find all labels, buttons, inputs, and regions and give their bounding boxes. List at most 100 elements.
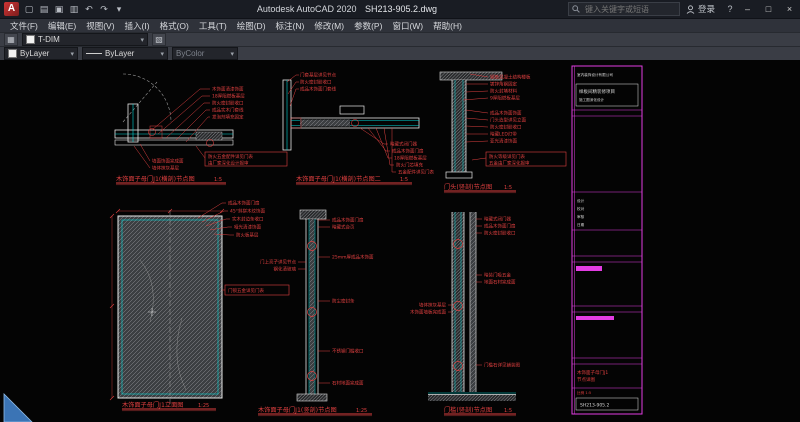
annotation: 防火密封胶收口 [490,124,522,131]
annotation: 门槛石详见铺装图 [484,362,520,369]
view-title: 木饰面子母门J1立面图 [122,401,183,409]
titleblock-field: 校对 [577,206,585,211]
plot-icon[interactable]: ▥ [67,2,81,16]
search-icon [572,5,580,13]
close-button[interactable]: × [779,0,800,18]
head-hatch [300,210,326,219]
linetype-sample [86,53,102,54]
layers-toolbar: ▦ T-DIM ▾ ▧ [0,32,800,46]
annotation: 墙面饰面完成面 [152,158,184,165]
annotation: 实木封边条收口 [232,216,264,223]
annotation: 门头造型详见立面 [490,117,526,124]
annotation: 9厚阻燃板基层 [490,95,520,102]
menu-file[interactable]: 文件(F) [5,20,43,32]
minimize-button[interactable]: – [737,0,758,18]
annotation: 暗装门吸五金 [484,272,511,279]
titleblock-field: 审核 [577,214,585,219]
properties-toolbar: ByLayer ▾ ByLayer ▾ ByColor ▾ [0,46,800,60]
annotation: 暗藏式合页 [332,224,355,231]
menu-draw[interactable]: 绘图(D) [232,20,271,32]
redo-icon[interactable]: ↷ [97,2,111,16]
help-icon[interactable]: ? [723,2,737,16]
annotation: 成品木饰面门套线 [300,86,336,93]
view-scale: 1:25 [198,403,209,409]
annotation: 墙体抹灰基层 [419,302,446,309]
restore-button[interactable]: □ [758,0,779,18]
document-name: SH213-905.2.dwg [365,4,437,14]
layer-caret-icon: ▾ [140,36,144,44]
linetype-dropdown[interactable]: ByLayer ▾ [82,47,168,60]
annotation: 18厚阻燃板基层 [212,93,245,100]
menu-parametric[interactable]: 参数(P) [349,20,387,32]
annotation: 暗藏式闭门器 [484,216,511,223]
annotation: 哑光清漆饰面 [234,224,261,231]
window-title: Autodesk AutoCAD 2020 SH213-905.2.dwg [126,4,568,14]
annotation: 18厚阻燃板基层 [394,155,427,162]
view-title: 木饰面子母门J1(竖剖)节点图 [258,406,337,414]
leaf-hatch [310,219,315,394]
view-door-elevation[interactable]: 成品木饰面门扇 45°斜拼木纹饰面 实木封边条收口 哑光清漆饰面 防火板基层 门… [110,200,289,411]
plotstyle-caret-icon: ▾ [230,50,234,58]
annotation: 钢化清玻璃 [274,266,297,273]
autocad-logo[interactable]: A [4,2,19,16]
current-plotstyle: ByColor [176,49,227,58]
search-input[interactable] [583,4,671,15]
menu-tools[interactable]: 工具(T) [194,20,232,32]
object-color-swatch [8,49,17,58]
menu-window[interactable]: 窗口(W) [387,20,428,32]
signin-button[interactable]: 登录 [686,3,715,15]
titleblock-project2: 施工图深化设计 [579,97,605,102]
detail-bubble [207,140,214,147]
annotation: 防火门芯填充 [396,162,423,169]
annotation: 防火五金配件详见门表 [208,153,253,160]
open-file-icon[interactable]: ▤ [37,2,51,16]
layer-states-icon[interactable]: ▧ [152,33,166,46]
menu-format[interactable]: 格式(O) [155,20,194,32]
titleblock-company: 室内装饰设计有限公司 [577,72,613,77]
menu-dimension[interactable]: 标注(N) [271,20,310,32]
undo-icon[interactable]: ↶ [82,2,96,16]
view-vertical-section[interactable]: 门上亮子详见节点 钢化清玻璃 成品木饰面门扇 暗藏式合页 25mm厚成品木饰面 … [258,210,374,416]
drawing-canvas[interactable]: 木饰面清漆饰面 18厚阻燃板基层 防火密封胶收口 成品实木门套线 发泡剂填充固定… [0,60,800,422]
menu-insert[interactable]: 插入(I) [120,20,155,32]
view-title: 木饰面子母门J1(横剖)节点图二 [296,175,381,183]
title-block[interactable]: 室内装饰设计有限公司 样板间精装修项目 施工图深化设计 设计 校对 审核 日期 … [572,66,642,414]
annotation: 木饰面墙板完成面 [410,309,446,316]
view-head-section[interactable]: 钢筋混凝土结构楼板 镀锌角钢固定 防火封堵材料 9厚阻燃板基层 成品木饰面饰面 … [440,72,566,193]
drawing-name: 木饰面子母门J1 [577,369,608,376]
annotation: 不锈钢门槛收口 [332,348,364,355]
current-color: ByLayer [20,49,67,58]
autocad-a-watermark [4,394,32,422]
current-linetype: ByLayer [105,49,157,58]
plotstyle-dropdown[interactable]: ByColor ▾ [172,47,238,60]
new-file-icon[interactable]: ▢ [22,2,36,16]
save-icon[interactable]: ▣ [52,2,66,16]
view-sill-section[interactable]: 墙体抹灰基层 木饰面墙板完成面 暗藏式闭门器 成品木饰面门扇 防火密封胶收口 暗… [410,212,520,416]
layer-dropdown[interactable]: T-DIM ▾ [22,33,148,46]
annotation: 防尘密封条 [332,298,355,305]
annotation: 成品木饰面门扇 [392,148,424,155]
titleblock-field: 日期 [577,222,585,227]
annotation: 成品木饰面门扇 [228,200,260,207]
menu-view[interactable]: 视图(V) [81,20,119,32]
leaf-hatch [300,120,350,127]
layer-properties-icon[interactable]: ▦ [4,33,18,46]
annotation: 防火密封胶收口 [212,100,244,107]
quick-access-caret-icon[interactable]: ▾ [112,2,126,16]
menu-edit[interactable]: 编辑(E) [43,20,81,32]
view-scale: 1:5 [214,177,222,183]
view-plan-detail-2[interactable]: 门套基层详见节点 防火密封胶收口 成品木饰面门套线 暗藏式闭门器 成品木饰面门扇… [283,72,434,185]
menu-help[interactable]: 帮助(H) [428,20,467,32]
titlebar: A ▢ ▤ ▣ ▥ ↶ ↷ ▾ Autodesk AutoCAD 2020 SH… [0,0,800,18]
view-plan-detail-1[interactable]: 木饰面清漆饰面 18厚阻燃板基层 防火密封胶收口 成品实木门套线 发泡剂填充固定… [115,74,287,185]
linetype-caret-icon: ▾ [160,50,164,58]
annotation: 钢筋混凝土结构楼板 [490,74,531,81]
color-caret-icon: ▾ [70,50,74,58]
titleblock-project: 样板间精装修项目 [579,88,615,95]
menu-modify[interactable]: 修改(M) [309,20,349,32]
color-dropdown[interactable]: ByLayer ▾ [4,47,78,60]
drawing-area: 木饰面清漆饰面 18厚阻燃板基层 防火密封胶收口 成品实木门套线 发泡剂填充固定… [0,60,800,422]
user-icon [686,5,695,14]
view-scale: 1:5 [504,408,512,414]
titleblock-bar [576,316,614,320]
